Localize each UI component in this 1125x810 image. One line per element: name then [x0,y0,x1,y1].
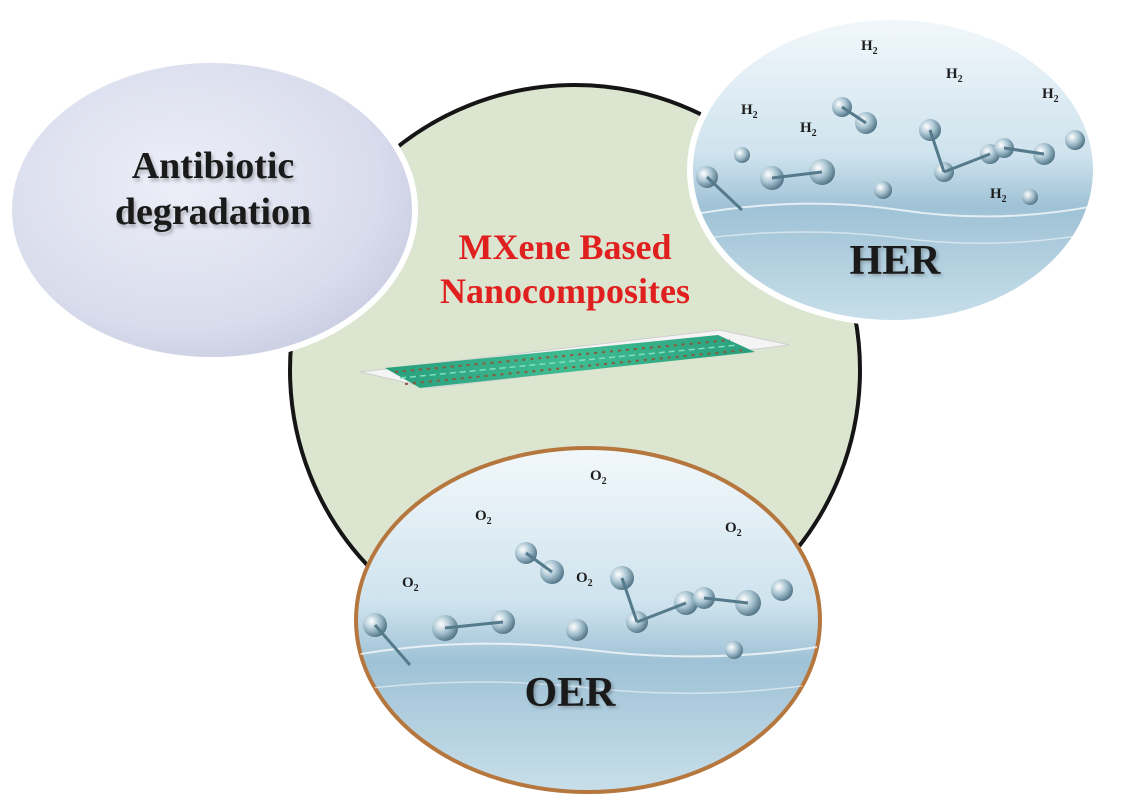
h2-label: H2 [800,120,817,139]
her-label: HER [849,238,941,284]
o2-label: O2 [402,575,419,594]
o2-label: O2 [590,468,607,487]
center-title-line1: MXene Based [458,227,672,267]
h2-label: H2 [1042,86,1059,105]
h2-label: H2 [861,38,878,57]
h2-label: H2 [741,102,758,121]
mxene-sheet-icon [359,329,791,389]
o2-label: O2 [576,570,593,589]
her-node [687,14,1099,326]
o2-label: O2 [475,508,492,527]
antibiotic-node [6,57,418,363]
antibiotic-label-line1: Antibiotic [131,145,295,187]
o2-label: O2 [725,520,742,539]
h2-label: H2 [946,66,963,85]
center-title: MXene Based Nanocomposites [395,225,735,313]
oer-node [354,446,822,794]
h2-label: H2 [990,186,1007,205]
antibiotic-label: Antibiotic degradation [82,143,344,235]
oer-label: OER [524,670,616,716]
antibiotic-label-line2: degradation [114,191,312,233]
center-title-line2: Nanocomposites [440,271,690,311]
